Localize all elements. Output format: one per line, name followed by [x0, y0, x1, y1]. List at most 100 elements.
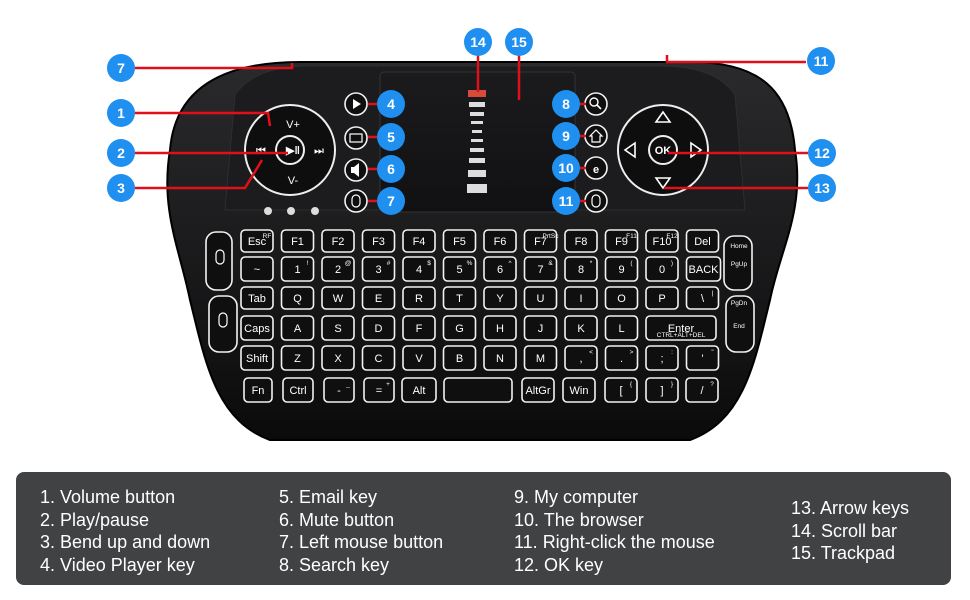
key-n[interactable]: N — [483, 345, 517, 371]
volume-dpad[interactable]: V+ V- ▶‖ ⏮ ⏭ — [244, 104, 336, 196]
key-f[interactable]: F — [402, 315, 436, 341]
key-w[interactable]: W — [321, 286, 355, 310]
key-sym[interactable]: ~ — [240, 256, 274, 282]
key-z[interactable]: Z — [280, 345, 315, 371]
key-enter[interactable]: Enter — [645, 315, 717, 341]
scroll-bar[interactable] — [467, 90, 487, 193]
key-f1[interactable]: F1 — [280, 229, 315, 253]
key-k[interactable]: K — [564, 315, 598, 341]
key-f3[interactable]: F3 — [361, 229, 396, 253]
key-3[interactable]: 3# — [361, 256, 396, 282]
key-j[interactable]: J — [523, 315, 558, 341]
key-altgr[interactable]: AltGr — [521, 377, 555, 403]
browser-key[interactable]: e — [584, 156, 608, 180]
key-y[interactable]: Y — [483, 286, 517, 310]
key-sym[interactable]: \| — [685, 286, 720, 310]
key-label: 3 — [375, 264, 381, 276]
key-sym[interactable]: /? — [685, 377, 719, 403]
key-f4[interactable]: F4 — [402, 229, 436, 253]
key-sym[interactable]: .> — [604, 345, 639, 371]
key-sym[interactable]: -_ — [323, 377, 355, 403]
key-sublabel: " — [711, 349, 714, 356]
key-sym[interactable]: '" — [685, 345, 720, 371]
key-sublabel: ( — [630, 260, 633, 267]
key-8[interactable]: 8* — [564, 256, 598, 282]
key-shift[interactable]: Shift — [240, 345, 274, 371]
key-sym[interactable]: ;: — [645, 345, 679, 371]
my-computer-key[interactable] — [584, 124, 608, 148]
key-a[interactable]: A — [280, 315, 315, 341]
key-1[interactable]: 1! — [280, 256, 315, 282]
key-f5[interactable]: F5 — [442, 229, 477, 253]
key-r[interactable]: R — [402, 286, 436, 310]
key-label: B — [456, 353, 463, 365]
svg-text:12: 12 — [814, 145, 830, 161]
key-h[interactable]: H — [483, 315, 517, 341]
key-f8[interactable]: F8 — [564, 229, 598, 253]
right-mouse-key[interactable] — [584, 189, 608, 213]
key-7[interactable]: 7& — [523, 256, 558, 282]
key-alt[interactable]: Alt — [401, 377, 437, 403]
arrow-dpad[interactable]: OK — [617, 104, 709, 196]
key-sym[interactable]: [{ — [604, 377, 638, 403]
key-caps[interactable]: Caps — [240, 315, 274, 341]
vol-down-label: V- — [288, 175, 299, 187]
key-win[interactable]: Win — [562, 377, 596, 403]
key-g[interactable]: G — [442, 315, 477, 341]
key-sym[interactable]: ]} — [645, 377, 679, 403]
key-sublabel: } — [671, 381, 674, 388]
key-sym[interactable]: ,< — [564, 345, 598, 371]
mute-key[interactable] — [344, 158, 368, 182]
key-i[interactable]: I — [564, 286, 598, 310]
key-sublabel: * — [590, 260, 593, 267]
key-9[interactable]: 9( — [604, 256, 639, 282]
key-m[interactable]: M — [523, 345, 558, 371]
key-p[interactable]: P — [645, 286, 679, 310]
key-s[interactable]: S — [321, 315, 355, 341]
key-f6[interactable]: F6 — [483, 229, 517, 253]
key-x[interactable]: X — [321, 345, 355, 371]
side-key-home[interactable] — [723, 235, 753, 291]
key-back[interactable]: BACK — [685, 256, 722, 282]
key-l[interactable]: L — [604, 315, 639, 341]
key-d[interactable]: D — [361, 315, 396, 341]
enter-sublabel: CTRL+ALT+DEL — [657, 332, 706, 339]
key-2[interactable]: 2@ — [321, 256, 355, 282]
search-key[interactable] — [584, 92, 608, 116]
key-e[interactable]: E — [361, 286, 396, 310]
key-v[interactable]: V — [402, 345, 436, 371]
side-left-mouse-1[interactable] — [205, 231, 233, 291]
key-f2[interactable]: F2 — [321, 229, 355, 253]
key-ctrl[interactable]: Ctrl — [282, 377, 314, 403]
key-blank[interactable] — [443, 377, 513, 403]
left-mouse-key[interactable] — [344, 189, 368, 213]
key-label: 4 — [416, 264, 422, 276]
video-player-key[interactable] — [344, 92, 368, 116]
key-o[interactable]: O — [604, 286, 639, 310]
key-b[interactable]: B — [442, 345, 477, 371]
side-key-pgdn[interactable] — [725, 295, 755, 353]
key-c[interactable]: C — [361, 345, 396, 371]
key-sublabel: # — [387, 260, 391, 267]
key-6[interactable]: 6^ — [483, 256, 517, 282]
key-4[interactable]: 4$ — [402, 256, 436, 282]
key-tab[interactable]: Tab — [240, 286, 274, 310]
callout-13: 13 — [808, 174, 836, 202]
key-q[interactable]: Q — [280, 286, 315, 310]
key-t[interactable]: T — [442, 286, 477, 310]
key-0[interactable]: 0) — [645, 256, 679, 282]
svg-text:8: 8 — [562, 96, 570, 112]
email-key[interactable] — [344, 126, 368, 150]
key-sym[interactable]: =+ — [363, 377, 395, 403]
key-fn[interactable]: Fn — [243, 377, 273, 403]
side-left-mouse-2[interactable] — [208, 295, 238, 353]
key-del[interactable]: Del — [685, 229, 720, 253]
key-label: F9 — [615, 236, 628, 248]
key-u[interactable]: U — [523, 286, 558, 310]
legend-item: 3. Bend up and down — [40, 532, 211, 552]
key-5[interactable]: 5% — [442, 256, 477, 282]
